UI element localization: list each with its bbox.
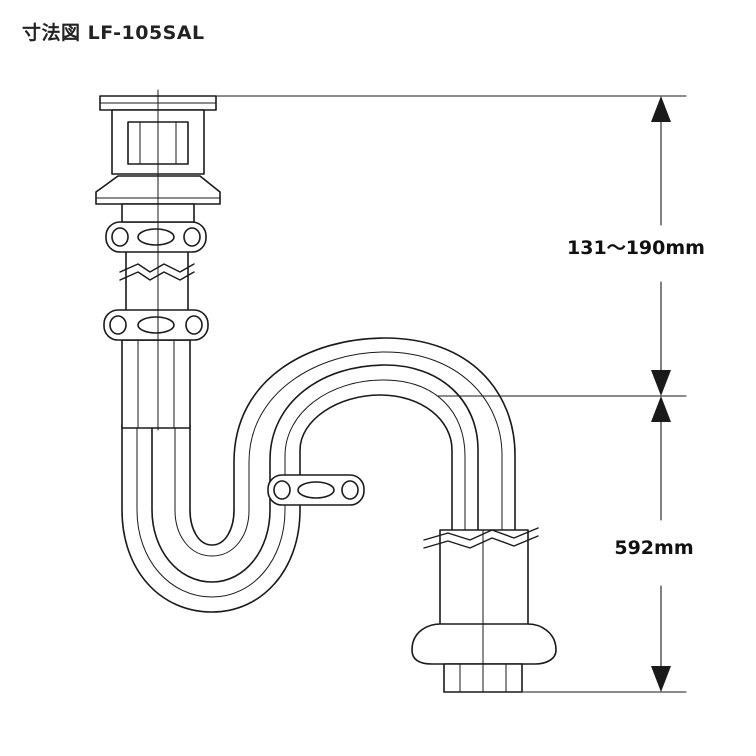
trap-center-line	[136, 379, 466, 598]
floor-flange	[411, 623, 557, 665]
drain-head	[95, 89, 221, 431]
nut-window	[109, 315, 127, 335]
floor-outlet	[411, 527, 557, 693]
slip-nut-trap	[267, 474, 365, 506]
dimension-arrows	[651, 96, 671, 692]
nut-window	[111, 227, 129, 247]
arrow-head	[651, 370, 671, 396]
trap-inner-wall	[189, 337, 516, 549]
nut-window	[137, 316, 175, 334]
slip-nut-middle	[103, 309, 209, 341]
arrow-head	[651, 96, 671, 122]
break-mark	[119, 263, 195, 273]
dimension-lines	[199, 95, 687, 693]
outlet-pipe	[439, 529, 529, 631]
break-mark	[423, 527, 539, 541]
nut-body	[267, 474, 365, 506]
break-mark	[119, 271, 195, 281]
nut-window	[297, 481, 335, 499]
tail-pipe-body	[121, 339, 191, 429]
page-title: 寸法図 LF-105SAL	[22, 22, 205, 44]
nut-window	[341, 480, 359, 500]
break-mark	[423, 535, 539, 549]
dimension-label-upper: 131～190mm	[567, 237, 705, 259]
arrow-head	[651, 666, 671, 692]
nut-body	[103, 309, 209, 341]
slip-nut-upper	[105, 221, 207, 253]
dimension-label-lower: 592mm	[614, 537, 693, 559]
arrow-head	[651, 396, 671, 422]
nut-window	[183, 227, 201, 247]
nut-window	[185, 315, 203, 335]
nut-window	[137, 228, 175, 246]
trap-inner-wall-2	[174, 351, 503, 557]
nut-window	[273, 480, 291, 500]
nut-body	[105, 221, 207, 253]
